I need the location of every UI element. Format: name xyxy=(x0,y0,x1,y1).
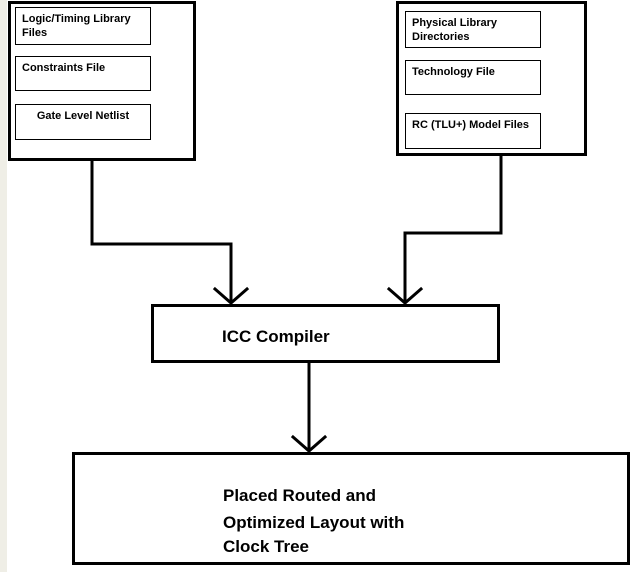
constraints-file-label: Constraints File xyxy=(22,62,106,74)
technology-file-box: Technology File xyxy=(405,60,541,95)
right-connector xyxy=(403,155,503,304)
rc-tlu-model-files-box: RC (TLU+) Model Files xyxy=(405,113,541,149)
output-line-3: Clock Tree xyxy=(223,537,309,556)
physical-library-directories-box: Physical Library Directories xyxy=(405,11,541,48)
left-connector xyxy=(90,159,233,304)
output-layout-box: Placed Routed and Optimized Layout with … xyxy=(72,452,630,565)
icc-compiler-box: ICC Compiler xyxy=(151,304,500,363)
physical-library-directories-label: Physical Library Directories xyxy=(412,17,497,43)
gate-level-netlist-box: Gate Level Netlist xyxy=(15,104,151,140)
gate-level-netlist-label: Gate Level Netlist xyxy=(36,110,130,122)
left-edge-strip xyxy=(0,0,7,572)
icc-compiler-label: ICC Compiler xyxy=(222,327,330,346)
output-line-2: Optimized Layout with xyxy=(223,513,405,532)
left-arrowhead xyxy=(212,286,250,305)
logic-timing-library-files-box: Logic/Timing Library Files xyxy=(15,7,151,45)
constraints-file-box: Constraints File xyxy=(15,56,151,91)
output-line-1: Placed Routed and xyxy=(223,486,377,505)
logic-timing-library-files-label: Logic/Timing Library Files xyxy=(22,13,131,39)
output-arrowhead xyxy=(290,434,328,453)
right-arrowhead xyxy=(386,286,424,305)
technology-file-label: Technology File xyxy=(412,66,495,78)
rc-tlu-model-files-label: RC (TLU+) Model Files xyxy=(412,119,530,131)
